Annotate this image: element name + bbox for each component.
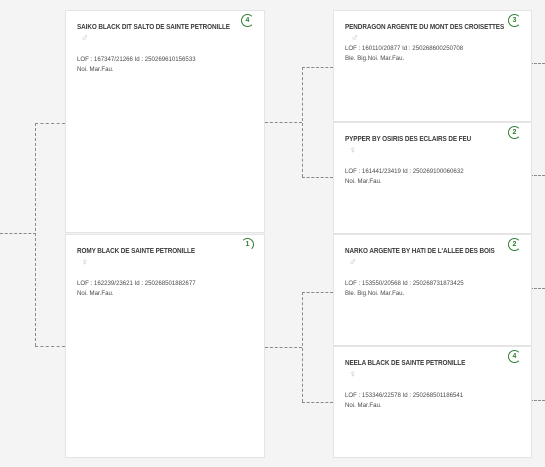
coat-colors: Noi. Mar.Fau. [77,66,114,73]
registration-ids: LOF : 162239/23621 Id : 250268501882677 [77,280,196,287]
connector-line [35,123,65,124]
female-icon: ♀ [81,257,89,268]
male-icon: ♂ [81,33,89,44]
coat-colors: Ble. Big.Noi. Mar.Fau. [345,290,405,297]
registration-ids: LOF : 167347/21266 Id : 250269610156533 [77,56,196,63]
connector-line [0,233,36,234]
coat-colors: Noi. Mar.Fau. [345,402,382,409]
coat-colors: Noi. Mar.Fau. [345,178,382,185]
generation-badge: 1 [241,238,254,251]
connector-line [35,346,65,347]
registration-ids: LOF : 160110/20877 Id : 250268600250708 [345,45,464,52]
generation-badge: 3 [508,14,521,27]
registration-ids: LOF : 161441/23419 Id : 250269100060632 [345,168,464,175]
connector-line [302,67,303,177]
female-icon: ♀ [349,369,357,380]
dog-name[interactable]: NARKO ARGENTE BY HATI DE L'ALLEE DES BOI… [345,246,495,255]
connector-line [302,292,303,402]
dog-name[interactable]: ROMY BLACK DE SAINTE PETRONILLE [77,246,195,255]
pedigree-card-dam[interactable]: ROMY BLACK DE SAINTE PETRONILLE ♀ 1 LOF :… [65,234,265,458]
generation-badge: 2 [508,126,521,139]
pedigree-card-sire[interactable]: SAIKO BLACK DIT SALTO DE SAINTE PETRONIL… [65,10,265,233]
connector-line [530,175,545,176]
connector-line [302,67,333,68]
pedigree-card-granddam-paternal[interactable]: PYPPER BY OSIRIS DES ECLAIRS DE FEU ♀ 2 L… [333,122,532,234]
pedigree-card-grandsire-maternal[interactable]: NARKO ARGENTE BY HATI DE L'ALLEE DES BOI… [333,234,532,346]
coat-colors: Noi. Mar.Fau. [77,290,114,297]
connector-line [530,288,545,289]
coat-colors: Ble. Big.Noi. Mar.Fau. [345,55,405,62]
female-icon: ♀ [349,145,357,156]
male-icon: ♂ [349,257,357,268]
dog-name[interactable]: SAIKO BLACK DIT SALTO DE SAINTE PETRONIL… [77,22,230,31]
dog-name[interactable]: NEELA BLACK DE SAINTE PETRONILLE [345,358,466,367]
connector-line [530,63,545,64]
connector-line [302,177,333,178]
generation-badge: 4 [508,350,521,363]
male-icon: ♂ [351,33,359,44]
connector-line [35,123,36,346]
dog-name[interactable]: PENDRAGON ARGENTE DU MONT DES CROISETTES [345,22,505,31]
connector-line [302,292,333,293]
generation-badge: 2 [508,238,521,251]
registration-ids: LOF : 153550/20568 Id : 250268731873425 [345,280,464,287]
connector-line [265,122,302,123]
generation-badge: 4 [241,14,254,27]
connector-line [265,347,302,348]
pedigree-card-grandsire-paternal[interactable]: PENDRAGON ARGENTE DU MONT DES CROISETTES… [333,10,532,122]
connector-line [530,400,545,401]
connector-line [302,402,333,403]
dog-name[interactable]: PYPPER BY OSIRIS DES ECLAIRS DE FEU [345,134,472,143]
registration-ids: LOF : 153346/22578 Id : 250268501186541 [345,392,464,399]
pedigree-card-granddam-maternal[interactable]: NEELA BLACK DE SAINTE PETRONILLE ♀ 4 LOF … [333,346,532,458]
